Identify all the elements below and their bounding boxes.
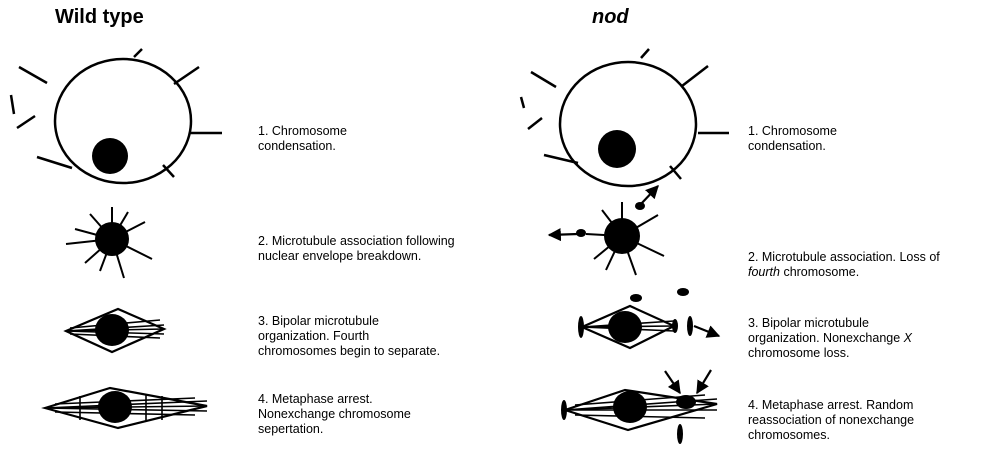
wt-microtubule	[11, 95, 14, 114]
wt-step2-aster-drawing	[66, 207, 152, 278]
wt-step2-chromosome	[95, 222, 129, 256]
wt-microtubule	[134, 49, 142, 57]
nod-microtubule	[528, 118, 542, 129]
nod-microtubule	[682, 66, 708, 86]
nod-nuclear-envelope	[560, 62, 696, 186]
nod-step4-arrow-right	[697, 370, 711, 393]
wt-chromosome-mass	[92, 138, 128, 174]
wt-step3-spindle-drawing	[66, 309, 164, 352]
nod-step3-arrow	[694, 326, 719, 336]
wt-microtubule	[37, 157, 72, 168]
nod-step2-upper-arrow	[640, 186, 658, 205]
nod-reassociating-chromosomes	[676, 395, 696, 409]
nod-microtubule	[521, 97, 524, 108]
wt-step4-spindle-drawing	[45, 388, 207, 428]
wt-step1-nucleus-drawing	[11, 49, 222, 183]
nod-step2-left-arrow	[549, 234, 578, 235]
nod-step1-nucleus-drawing	[521, 49, 729, 186]
nod-step2-chromosome	[604, 218, 640, 254]
nod-step4-spindle-drawing	[561, 370, 717, 444]
nod-lost-fourth-chromosome-2	[635, 202, 645, 210]
wt-microtubule	[19, 67, 47, 83]
nod-microtubule	[531, 72, 556, 87]
wt-microtubule	[174, 67, 199, 84]
nod-free-chromosome	[677, 424, 683, 444]
nod-x-chromosome-leaving	[687, 316, 693, 336]
nod-chromosome-mass	[598, 130, 636, 168]
nod-lost-fourth-chromosome	[576, 229, 586, 237]
nod-step2-aster-drawing	[549, 186, 664, 275]
nod-lost-x-chromosome	[677, 288, 689, 296]
nod-step3-spindle-drawing	[578, 288, 719, 348]
nod-microtubule	[641, 49, 649, 58]
nod-step4-arrow-left	[665, 371, 680, 393]
nod-lost-x-chromosome	[630, 294, 642, 302]
wt-microtubule	[17, 116, 35, 128]
